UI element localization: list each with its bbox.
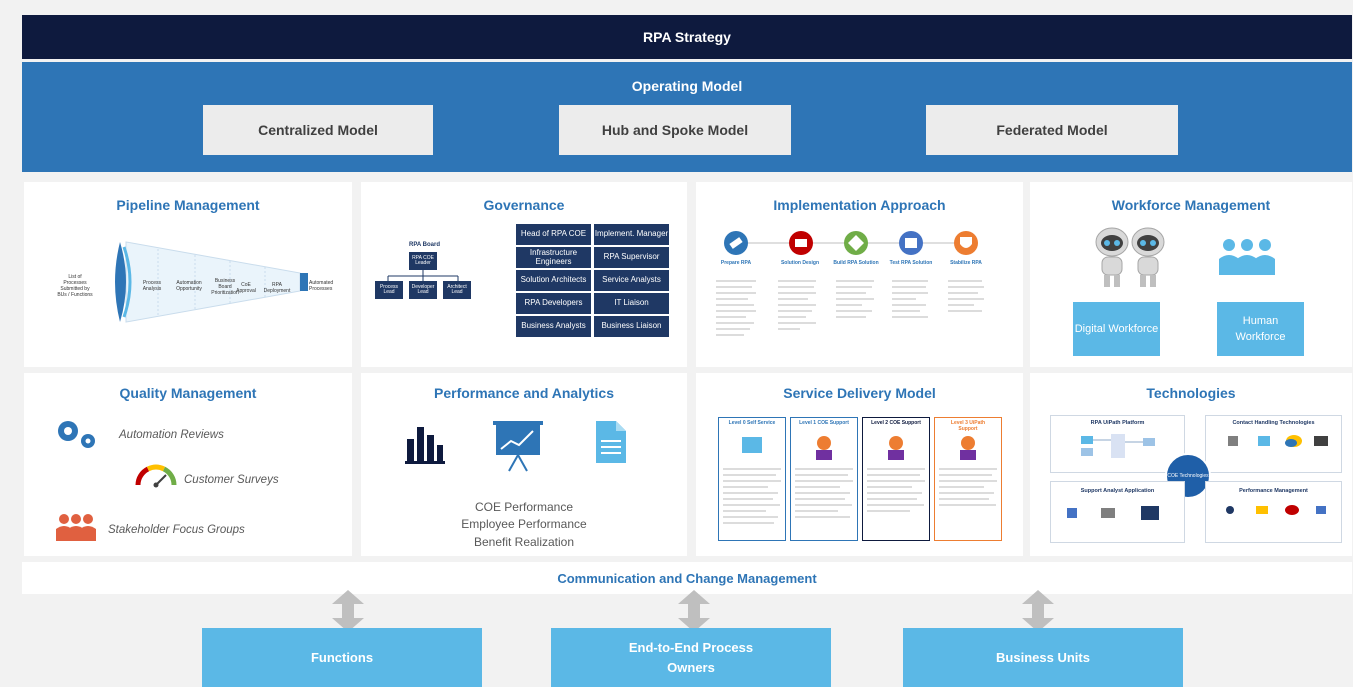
bar-chart-icon [405, 427, 445, 464]
workforce-management-panel: Workforce Management Digital Wo [1030, 182, 1352, 367]
service-level-details [723, 436, 997, 524]
implementation-step-labels: Prepare RPA Solution Design Build RPA So… [704, 260, 1014, 274]
pipeline-stage-label: CoE Approval [236, 282, 256, 294]
rpa-coe-leader: RPA COE Leader [409, 252, 437, 270]
implementation-step-icons [724, 231, 978, 255]
tech-group-title: Performance Management [1239, 488, 1308, 494]
governance-panel: Governance RPA Board RPA COE Leader Proc… [361, 182, 687, 367]
level-title: Level 0 Self Service [728, 420, 776, 426]
operating-model-section: Operating Model Centralized Model Hub an… [22, 62, 1352, 172]
level-column: Level 3 UiPath Support [934, 417, 1002, 541]
double-arrow-icon [332, 590, 364, 632]
metric-line: COE Performance [474, 500, 574, 514]
centralized-model-box: Centralized Model [203, 105, 433, 155]
functions-box: Functions [202, 628, 482, 687]
tech-group-title: RPA UiPath Platform [1090, 420, 1145, 426]
metric-line: Benefit Realization [473, 534, 575, 549]
role-cell: Solution Architects [516, 270, 591, 291]
role-cell: Head of RPA COE [516, 224, 591, 245]
tech-group-box: Support Analyst Application [1050, 481, 1185, 543]
robot-icon [1095, 227, 1165, 287]
presentation-board-icon [493, 421, 543, 472]
platform-diagram-icon [1081, 434, 1155, 458]
level-title: Level 3 UiPath Support [950, 420, 986, 432]
gears-icon [58, 421, 95, 448]
level-title: Level 2 COE Support [871, 420, 921, 426]
technologies-panel: Technologies RPA UiPath Platform Contact… [1030, 373, 1352, 556]
step-label: Prepare RPA [720, 260, 752, 266]
pipeline-start-label: List of Processes Submitted by BUs / Fun… [57, 274, 93, 298]
step-label: Build RPA Solution [833, 260, 879, 266]
pipeline-management-title: Pipeline Management [116, 197, 260, 213]
stakeholder-focus-groups-label: Stakeholder Focus Groups [108, 524, 245, 536]
digital-workforce-box: Digital Workforce [1073, 302, 1160, 356]
rpa-board-title: RPA Board [409, 242, 441, 248]
rpa-strategy-header: RPA Strategy [22, 15, 1352, 59]
pipeline-stage-label: RPA Deployment [263, 282, 291, 294]
end-to-end-process-owners-box: End-to-End Process Owners [551, 628, 831, 687]
level-title: Level 1 COE Support [799, 420, 849, 426]
role-cell: IT Liaison [594, 293, 669, 314]
level-column: Level 2 COE Support [862, 417, 930, 541]
role-cell: RPA Developers [516, 293, 591, 314]
pipeline-stage-label: Business Board Prioritization [211, 278, 239, 296]
implementation-detail-text-lines [716, 280, 984, 336]
workforce-management-title: Workforce Management [1111, 197, 1271, 213]
satisfaction-gauge-icon [135, 464, 177, 488]
metric-line: Employee Performance [461, 517, 587, 532]
service-delivery-model-panel: Service Delivery Model Level 0 Self Serv… [696, 373, 1023, 556]
performance-analytics-title: Performance and Analytics [434, 385, 614, 401]
implementation-approach-panel: Implementation Approach Prepare RPA Solu… [696, 182, 1023, 367]
step-label: Stabilize RPA [950, 260, 982, 266]
technologies-title: Technologies [1146, 385, 1236, 401]
hub-and-spoke-model-box: Hub and Spoke Model [559, 105, 791, 155]
tech-group-box: Contact Handling Technologies [1205, 415, 1342, 473]
developer-lead: Developer Lead [409, 281, 437, 299]
quality-management-title: Quality Management [119, 385, 257, 401]
role-cell: Infrastructure Engineers [516, 247, 591, 268]
performance-metrics-list: COE Performance Employee Performance Ben… [361, 499, 687, 551]
automation-reviews-label: Automation Reviews [119, 429, 224, 441]
customer-surveys-label: Customer Surveys [184, 474, 279, 486]
implementation-approach-title: Implementation Approach [773, 197, 946, 213]
federated-model-box: Federated Model [926, 105, 1178, 155]
human-workforce-box: Human Workforce [1217, 302, 1304, 356]
pipeline-funnel-graphic [50, 237, 340, 327]
tech-group-title: Contact Handling Technologies [1232, 420, 1315, 426]
tech-group-box: RPA UiPath Platform [1050, 415, 1185, 473]
business-units-box: Business Units [903, 628, 1183, 687]
step-label: Solution Design [780, 260, 820, 266]
focus-group-icon [56, 514, 96, 541]
pipeline-management-panel: Pipeline Management List of Processes Su… [24, 182, 352, 367]
pipeline-end-label: Automated Processes [309, 280, 334, 292]
operating-model-title: Operating Model [631, 78, 743, 94]
quality-management-panel: Quality Management Automation Reviews Cu… [24, 373, 352, 556]
process-lead: Process Lead [375, 281, 403, 299]
pipeline-stage-label: Automation Opportunity [176, 280, 202, 292]
performance-management-icons [1226, 505, 1326, 515]
architect-lead: Architect Lead [443, 281, 471, 299]
role-cell: RPA Supervisor [594, 247, 669, 268]
performance-analytics-panel: Performance and Analytics COE Performanc… [361, 373, 687, 556]
pipeline-stage-label: Process Analysis [142, 280, 162, 292]
role-cell: Business Liaison [594, 316, 669, 337]
tech-group-title: Support Analyst Application [1080, 488, 1155, 494]
step-label: Test RPA Solution [889, 260, 933, 266]
coe-technologies-hub: COE Technologies [1165, 453, 1211, 499]
role-cell: Service Analysts [594, 270, 669, 291]
people-group-icon [1219, 239, 1275, 275]
double-arrow-icon [1022, 590, 1054, 632]
governance-title: Governance [483, 197, 565, 213]
process-owners-label: End-to-End Process Owners [628, 640, 754, 675]
service-delivery-model-title: Service Delivery Model [783, 385, 936, 401]
role-cell: Implement. Manager [594, 224, 669, 245]
document-icon [596, 421, 626, 463]
tech-group-box: Performance Management [1205, 481, 1342, 543]
double-arrow-icon [678, 590, 710, 632]
contact-handling-icons [1228, 435, 1328, 447]
role-cell: Business Analysts [516, 316, 591, 337]
support-analyst-icons [1067, 506, 1159, 520]
communication-change-management-bar: Communication and Change Management [22, 562, 1352, 594]
